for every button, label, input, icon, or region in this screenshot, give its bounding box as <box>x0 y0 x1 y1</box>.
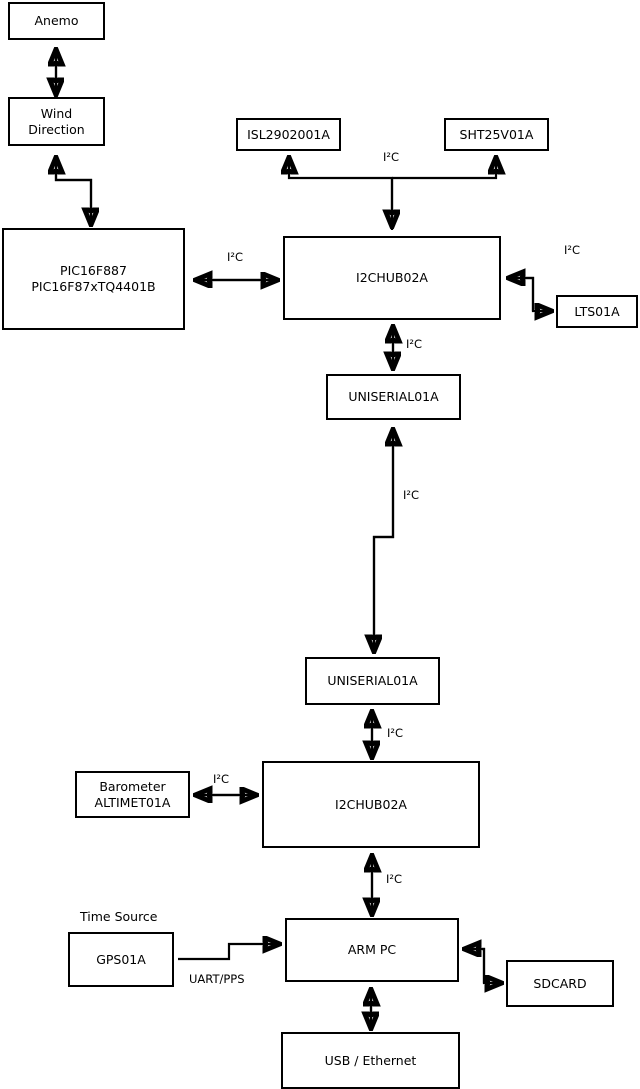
wire-uniserial-link <box>374 430 393 651</box>
edge-label-hub-to-uniserial: I²C <box>406 337 423 351</box>
block-sht25v01a[interactable]: SHT25V01A <box>444 118 549 151</box>
edge-label-hub-to-lts: I²C <box>564 243 581 257</box>
label-time-source: Time Source <box>80 909 158 924</box>
edge-label-gps-to-arm: UART/PPS <box>189 972 245 986</box>
block-gps01a[interactable]: GPS01A <box>68 932 174 987</box>
edge-label-uniserial-link: I²C <box>403 488 420 502</box>
block-wind-direction[interactable]: Wind Direction <box>8 97 105 146</box>
block-uniserial01a-top[interactable]: UNISERIAL01A <box>326 374 461 420</box>
edge-label-hub2-to-arm: I²C <box>386 872 403 886</box>
edge-label-uniserial-to-hub2: I²C <box>387 726 404 740</box>
wire-arm-sdcard <box>465 949 501 983</box>
block-isl2902001a[interactable]: ISL2902001A <box>236 118 341 151</box>
edge-label-pic-to-hub: I²C <box>227 250 244 264</box>
edge-label-barometer-to-hub2: I²C <box>213 772 230 786</box>
block-i2chub02a-bottom[interactable]: I2CHUB02A <box>262 761 480 848</box>
block-pic-microcontroller[interactable]: PIC16F887 PIC16F87xTQ4401B <box>2 228 185 330</box>
block-barometer-altimet01a[interactable]: Barometer ALTIMET01A <box>75 771 190 818</box>
block-uniserial01a-bottom[interactable]: UNISERIAL01A <box>305 657 440 705</box>
edge-label-sensors-to-hub: I²C <box>383 150 400 164</box>
block-sdcard[interactable]: SDCARD <box>506 960 614 1007</box>
wire-wind-pic <box>56 158 91 224</box>
wire-hub-sensors <box>289 158 496 230</box>
block-arm-pc[interactable]: ARM PC <box>285 918 459 982</box>
block-i2chub02a-top[interactable]: I2CHUB02A <box>283 236 501 320</box>
wire-gps-arm <box>178 944 279 961</box>
block-lts01a[interactable]: LTS01A <box>556 295 638 328</box>
block-usb-ethernet[interactable]: USB / Ethernet <box>281 1032 460 1089</box>
wire-hub-lts <box>509 278 551 311</box>
block-anemo[interactable]: Anemo <box>8 2 105 40</box>
